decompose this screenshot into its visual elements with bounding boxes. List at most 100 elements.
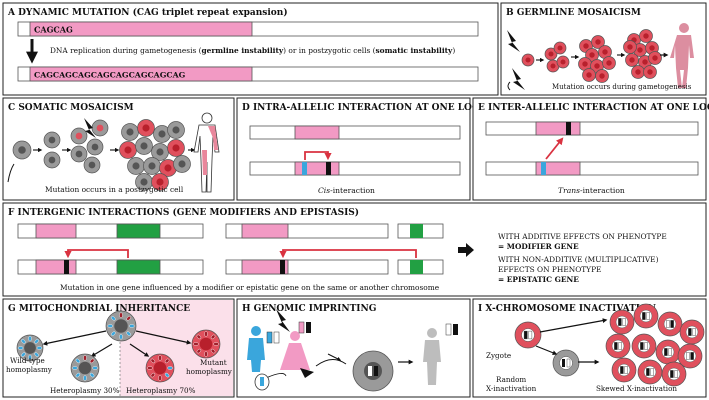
trans-element — [541, 162, 546, 175]
germline-cell-groups — [521, 29, 662, 83]
epistatic-rule-line3: = EPISTATIC GENE — [498, 275, 579, 284]
x-chromosome — [686, 352, 690, 360]
mitochondrion — [72, 366, 78, 370]
label-wildtype-1: Wild-type — [10, 356, 45, 365]
cis-element — [302, 162, 307, 175]
mitochondrion — [28, 354, 32, 360]
human-figure-icon — [193, 112, 220, 193]
mitochondrion — [129, 324, 135, 328]
cell-nucleus — [586, 72, 592, 78]
label-zygote: Zygote — [486, 351, 511, 360]
panel-h: H GENOMIC IMPRINTING — [236, 298, 471, 398]
panel-a-note: DNA replication during gametogenesis (ge… — [50, 46, 455, 55]
x-chromosome — [692, 328, 696, 336]
cell-nucleus — [156, 148, 164, 156]
x-chromosome — [646, 312, 650, 320]
mitochondrion — [119, 334, 123, 340]
mitochondrion — [75, 358, 81, 364]
mitochondrion — [158, 375, 162, 381]
allele-bar-2 — [249, 161, 461, 176]
modifier-arrow — [64, 249, 129, 259]
gene-region — [241, 223, 289, 239]
cell-nucleus — [647, 69, 653, 75]
mutation-mark — [280, 260, 285, 274]
x-cell-nucleus — [661, 345, 675, 359]
label-mutant-2: homoplasmy — [186, 367, 233, 376]
cell-nucleus — [642, 59, 648, 65]
x-cell-nucleus — [639, 309, 653, 323]
cis-arrow — [304, 151, 332, 161]
cell-nucleus — [172, 126, 180, 134]
mutation-mark — [64, 260, 69, 274]
x-chromosome — [523, 330, 528, 340]
cell-nucleus — [88, 161, 96, 169]
x-chromosome — [688, 328, 692, 336]
gene-region — [35, 259, 77, 275]
cell-nucleus — [140, 142, 148, 150]
x-chromosome — [668, 348, 672, 356]
mitochondrion — [158, 355, 162, 361]
modifier-rule-line2: = MODIFIER GENE — [498, 242, 579, 251]
mitochondrion — [150, 358, 156, 364]
mitochondrion — [34, 339, 39, 344]
somatic-cell-groups — [12, 119, 196, 191]
cell-nucleus — [156, 178, 164, 186]
label-skewed: Skewed X-inactivation — [596, 384, 677, 393]
x-chromosome — [664, 348, 668, 356]
label-wildtype-2: homoplasmy — [6, 365, 53, 374]
panel-a-title: A DYNAMIC MUTATION (CAG triplet repeat e… — [7, 7, 288, 18]
panel-d-title: D INTRA-ALLELIC INTERACTION AT ONE LOCUS — [242, 103, 493, 113]
label-random-1: Random — [496, 375, 526, 384]
x-cell-nucleus — [637, 339, 651, 353]
offspring-allele-1 — [445, 323, 452, 336]
cell-nucleus — [643, 33, 649, 39]
trans-arrow — [545, 137, 564, 160]
sperm-head-icon — [300, 368, 314, 378]
x-cell-nucleus — [643, 365, 657, 379]
allele-bar-1 — [249, 125, 461, 140]
cell-nucleus — [172, 144, 180, 152]
mitochondrion — [193, 342, 199, 346]
modifier-gene — [116, 223, 161, 239]
x-chromosome — [642, 312, 646, 320]
lightning-icon — [84, 118, 96, 138]
cell-nucleus — [178, 160, 186, 168]
x-cell-nucleus — [683, 349, 697, 363]
x-chromosome — [566, 358, 571, 368]
mitochondrion — [213, 342, 219, 346]
maternal-allele — [298, 321, 305, 334]
cell-nucleus — [635, 69, 641, 75]
gene-region — [241, 259, 289, 275]
cell-nucleus — [142, 124, 150, 132]
mutation-mark — [566, 122, 571, 135]
x-chromosome — [618, 342, 622, 350]
offspring-figure-icon — [423, 328, 441, 385]
modifier-gene — [116, 259, 161, 275]
cell-nucleus — [582, 61, 588, 67]
repeat-region-short — [29, 21, 253, 37]
x-chromosome — [614, 342, 618, 350]
cell-nucleus — [164, 164, 172, 172]
cell-nucleus — [560, 59, 566, 65]
sequence-short: CAGCAG — [34, 25, 73, 35]
epistasis-arrow — [279, 249, 417, 259]
cell-nucleus — [124, 146, 132, 154]
label-mutant-1: Mutant — [200, 358, 227, 367]
x-chromosome — [528, 330, 533, 340]
mitochondrion — [196, 334, 202, 340]
cell-nucleus — [550, 63, 556, 69]
x-chromosome — [622, 318, 626, 326]
mitochondrion — [83, 375, 87, 381]
panel-b: B GERMLINE MOSAICISM Mutation occurs dur… — [500, 2, 707, 96]
panel-e-title: E INTER-ALLELIC INTERACTION AT ONE LOCUS — [478, 103, 709, 113]
x-inactivation-cells — [514, 303, 705, 387]
x-chromosome — [640, 342, 644, 350]
mitochondrion — [196, 348, 202, 354]
mitochondrion — [34, 352, 39, 357]
cell-nucleus — [649, 45, 655, 51]
gamete-allele — [260, 377, 264, 386]
paternal-allele-2 — [273, 331, 280, 344]
father-figure-icon — [247, 326, 265, 372]
mitochondrion — [210, 334, 216, 340]
